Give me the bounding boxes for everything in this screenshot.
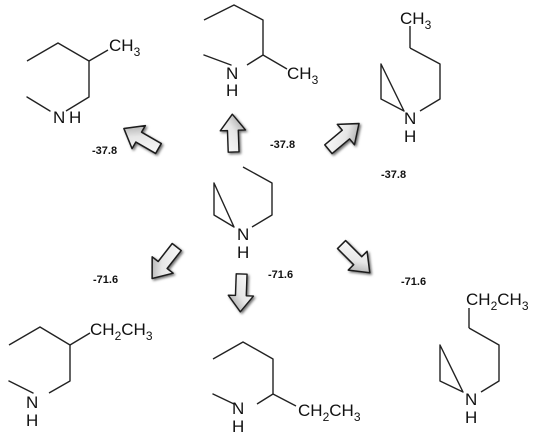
- arrow-to-4-methyl: [319, 112, 369, 161]
- product-4-methylpiperidine: CH3 N H -37.8: [380, 9, 441, 181]
- center-n-label: N: [237, 225, 249, 244]
- ch3-label: CH3: [287, 64, 319, 87]
- n-label: N: [53, 108, 65, 127]
- product-3-ethylpiperidine: N H CH2CH3 -71.6: [8, 274, 153, 430]
- center-h-label: H: [237, 243, 249, 262]
- ethyl-bond: [69, 332, 91, 346]
- arrow-to-2-methyl: [218, 113, 247, 154]
- h-label: H: [465, 408, 477, 427]
- ring-2-methyl: [203, 4, 264, 66]
- energy-label-3-methyl: -37.8: [92, 145, 117, 157]
- ring-4-ethyl: [439, 327, 500, 393]
- product-2-methylpiperidine: N H CH3 -37.8: [203, 4, 319, 151]
- n-label: N: [26, 393, 38, 412]
- ring-3-ethyl: [8, 326, 71, 394]
- center-piperidine: N H: [213, 166, 273, 262]
- product-4-ethylpiperidine: CH2CH3 N H -71.6: [401, 276, 529, 427]
- energy-label-4-ethyl: -71.6: [401, 276, 426, 288]
- h-label: H: [26, 411, 38, 430]
- h-label: H: [232, 417, 244, 436]
- ch2ch3-label: CH2CH3: [298, 401, 361, 424]
- n-label: N: [465, 390, 477, 409]
- energy-label-4-methyl: -37.8: [381, 169, 406, 181]
- center-ring: [213, 166, 273, 228]
- energy-label-2-ethyl: -71.6: [268, 269, 293, 281]
- ch3-label: CH3: [400, 9, 432, 32]
- methyl-bond: [262, 54, 288, 70]
- arrow-to-3-methyl: [116, 116, 166, 161]
- h-label: H: [226, 81, 238, 100]
- ring-3-methyl: [26, 42, 90, 112]
- ch3-label: CH3: [109, 36, 141, 59]
- n-label: N: [232, 399, 244, 418]
- ring-2-ethyl: [212, 341, 274, 405]
- product-2-ethylpiperidine: N H CH2CH3 -71.6: [212, 269, 361, 436]
- energy-label-2-methyl: -37.8: [270, 139, 295, 151]
- methyl-bond: [88, 49, 109, 62]
- h-label: H: [69, 108, 81, 127]
- product-3-methylpiperidine: N H CH3 -37.8: [26, 36, 141, 157]
- arrows: [116, 112, 380, 313]
- ch2ch3-label: CH2CH3: [466, 290, 529, 313]
- arrow-to-4-ethyl: [331, 234, 380, 283]
- ch2ch3-label: CH2CH3: [90, 320, 153, 343]
- n-label: N: [226, 64, 238, 83]
- ring-4-methyl: [380, 47, 441, 112]
- arrow-to-2-ethyl: [226, 272, 255, 313]
- energy-label-3-ethyl: -71.6: [93, 274, 118, 286]
- n-label: N: [404, 109, 416, 128]
- arrow-to-3-ethyl: [140, 238, 188, 288]
- h-label: H: [404, 127, 416, 146]
- ethyl-bond: [272, 393, 297, 407]
